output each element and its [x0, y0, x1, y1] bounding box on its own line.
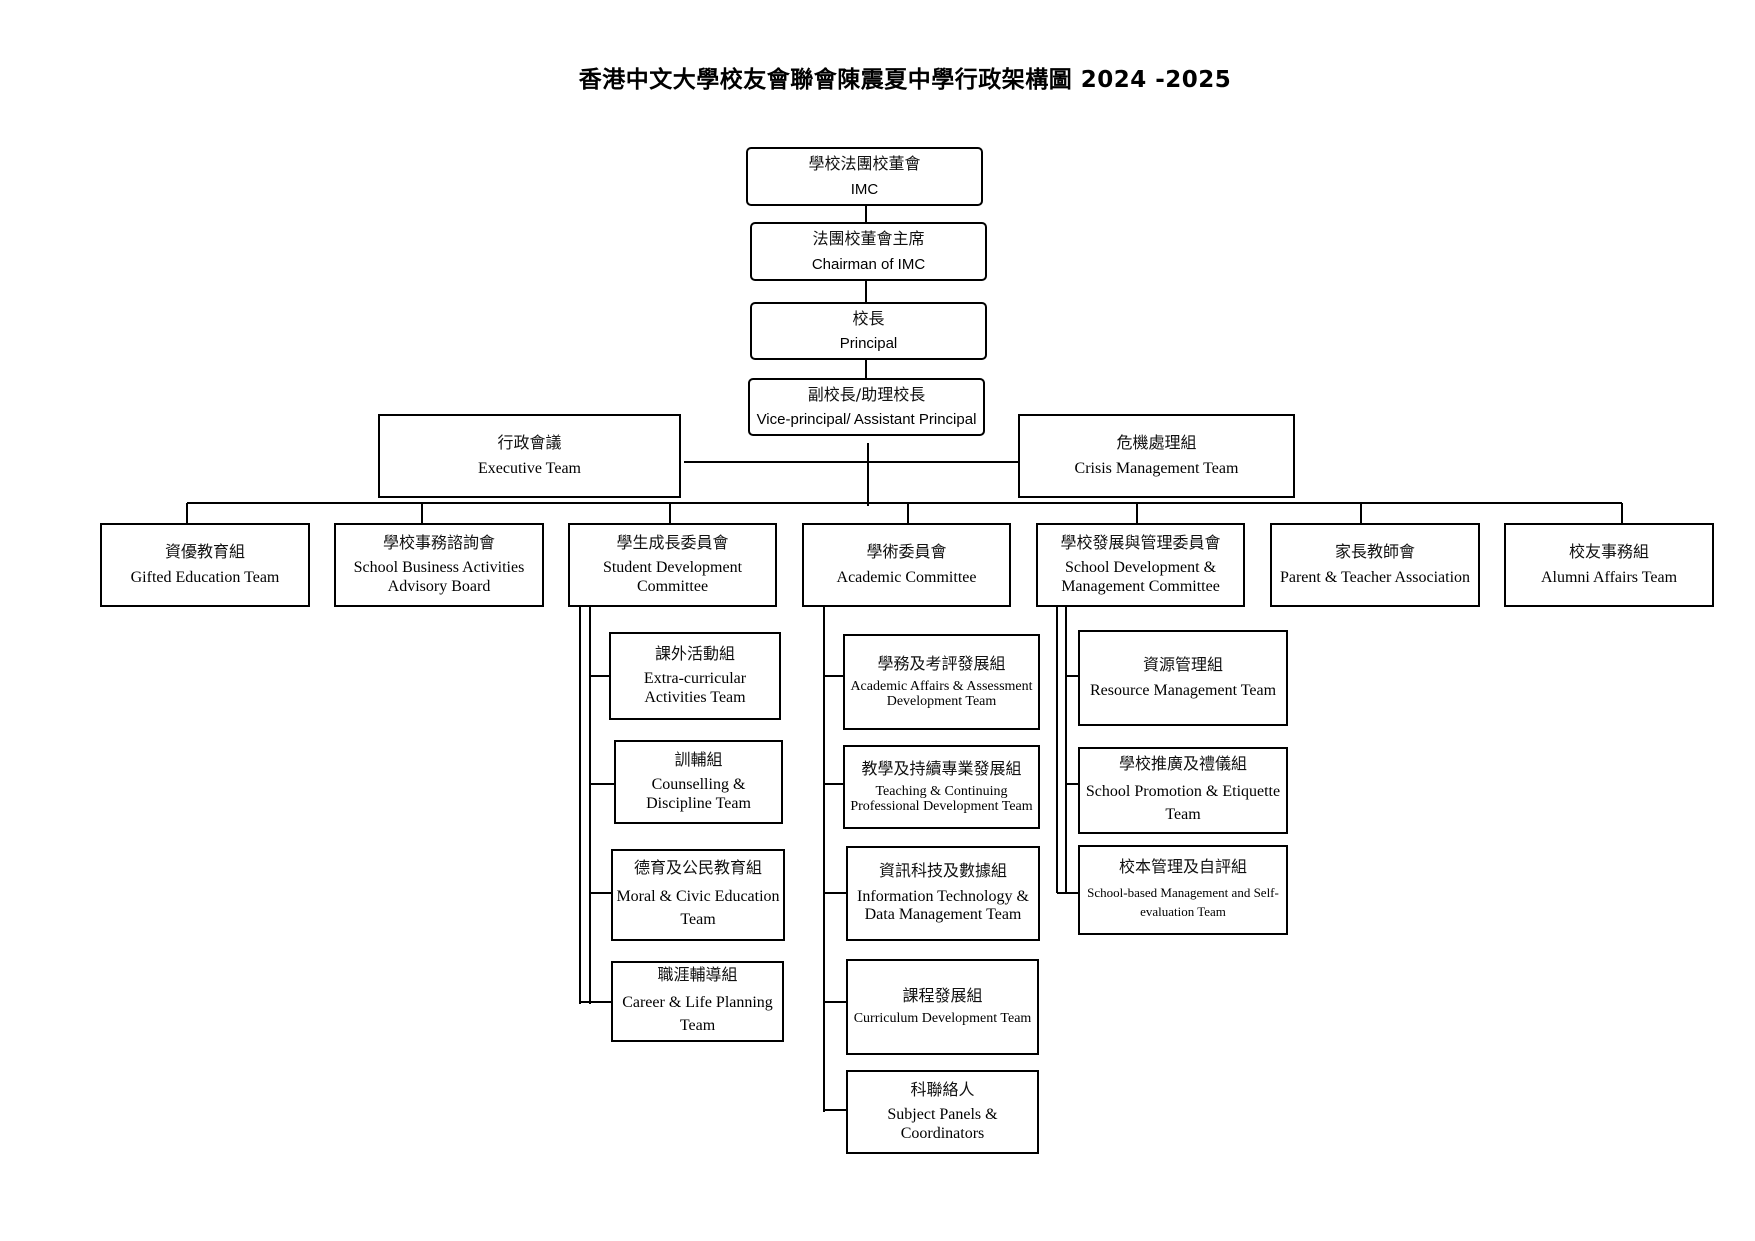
- moral-civic-team-zh: 德育及公民教育組: [633, 858, 762, 878]
- eca-team-en: Extra-curricular Activities Team: [643, 670, 747, 706]
- crisis-team-zh: 危機處理組: [1116, 433, 1197, 453]
- sdmc-en: School Development & Management Committe…: [1061, 559, 1220, 595]
- imc-box: 學校法團校董會 IMC: [746, 147, 983, 206]
- chart-title: 香港中文大學校友會聯會陳震夏中學行政架構圖 2024 -2025: [578, 67, 1232, 93]
- teaching-cpd-team-en: Teaching & Continuing Professional Devel…: [850, 784, 1033, 814]
- moral-civic-team-box: 德育及公民教育組 Moral & Civic Education Team: [611, 849, 785, 941]
- counselling-team-en: Counselling & Discipline Team: [646, 776, 751, 812]
- gifted-team-box: 資優教育組 Gifted Education Team: [100, 523, 310, 607]
- imc-en: IMC: [850, 180, 879, 198]
- curriculum-team-en: Curriculum Development Team: [853, 1011, 1032, 1027]
- gifted-team-zh: 資優教育組: [164, 542, 245, 562]
- vice-principal-box: 副校長/助理校長 Vice-principal/ Assistant Princ…: [748, 378, 985, 436]
- subject-panels-zh: 科聯絡人: [910, 1079, 975, 1099]
- resource-team-box: 資源管理組 Resource Management Team: [1078, 630, 1288, 726]
- executive-team-zh: 行政會議: [497, 433, 562, 453]
- gifted-team-en: Gifted Education Team: [130, 568, 280, 586]
- sbm-team-zh: 校本管理及自評組: [1118, 857, 1247, 877]
- counselling-team-zh: 訓輔組: [674, 749, 723, 769]
- assessment-team-en: Academic Affairs & Assessment Developmen…: [850, 679, 1033, 709]
- sbm-team-box: 校本管理及自評組 School-based Management and Sel…: [1078, 845, 1288, 935]
- counselling-team-box: 訓輔組 Counselling & Discipline Team: [614, 740, 783, 824]
- teaching-cpd-team-box: 教學及持續專業發展組 Teaching & Continuing Profess…: [843, 745, 1040, 829]
- it-data-team-en: Information Technology & Data Management…: [857, 887, 1029, 924]
- student-committee-zh: 學生成長委員會: [616, 532, 729, 552]
- pta-en: Parent & Teacher Association: [1279, 568, 1471, 586]
- subject-panels-box: 科聯絡人 Subject Panels & Coordinators: [846, 1070, 1039, 1154]
- chairman-en: Chairman of IMC: [811, 255, 926, 273]
- curriculum-team-box: 課程發展組 Curriculum Development Team: [846, 959, 1039, 1055]
- alumni-team-zh: 校友事務組: [1568, 542, 1649, 562]
- academic-committee-box: 學術委員會 Academic Committee: [802, 523, 1011, 607]
- assessment-team-box: 學務及考評發展組 Academic Affairs & Assessment D…: [843, 634, 1040, 730]
- crisis-team-box: 危機處理組 Crisis Management Team: [1018, 414, 1295, 498]
- alumni-team-en: Alumni Affairs Team: [1540, 568, 1678, 586]
- eca-team-box: 課外活動組 Extra-curricular Activities Team: [609, 632, 781, 720]
- principal-box: 校長 Principal: [750, 302, 987, 360]
- it-data-team-zh: 資訊科技及數據組: [878, 861, 1007, 881]
- executive-team-en: Executive Team: [478, 459, 581, 477]
- moral-civic-team-en: Moral & Civic Education Team: [616, 887, 780, 928]
- career-team-zh: 職涯輔導組: [657, 964, 738, 984]
- pta-box: 家長教師會 Parent & Teacher Association: [1270, 523, 1480, 607]
- executive-team-box: 行政會議 Executive Team: [378, 414, 681, 498]
- principal-en: Principal: [839, 335, 898, 353]
- chairman-zh: 法團校董會主席: [812, 229, 925, 249]
- vice-principal-en: Vice-principal/ Assistant Principal: [756, 411, 977, 429]
- business-board-en: School Business Activities Advisory Boar…: [353, 559, 525, 595]
- sdmc-zh: 學校發展與管理委員會: [1060, 532, 1221, 552]
- pta-zh: 家長教師會: [1334, 542, 1415, 562]
- chairman-box: 法團校董會主席 Chairman of IMC: [750, 222, 987, 281]
- imc-zh: 學校法團校董會: [808, 154, 921, 174]
- eca-team-zh: 課外活動組: [654, 643, 735, 663]
- business-board-box: 學校事務諮詢會 School Business Activities Advis…: [334, 523, 544, 607]
- resource-team-en: Resource Management Team: [1089, 681, 1277, 699]
- academic-committee-en: Academic Committee: [836, 568, 977, 586]
- it-data-team-box: 資訊科技及數據組 Information Technology & Data M…: [846, 846, 1040, 941]
- resource-team-zh: 資源管理組: [1142, 655, 1223, 675]
- promotion-team-en: School Promotion & Etiquette Team: [1085, 783, 1281, 824]
- sdmc-box: 學校發展與管理委員會 School Development & Manageme…: [1036, 523, 1245, 607]
- vice-principal-zh: 副校長/助理校長: [807, 384, 926, 404]
- assessment-team-zh: 學務及考評發展組: [877, 653, 1006, 673]
- promotion-team-zh: 學校推廣及禮儀組: [1118, 753, 1247, 773]
- sbm-team-en: School-based Management and Self-evaluat…: [1087, 884, 1279, 919]
- academic-committee-zh: 學術委員會: [866, 542, 947, 562]
- business-board-zh: 學校事務諮詢會: [382, 532, 495, 552]
- career-team-en: Career & Life Planning Team: [622, 994, 773, 1035]
- subject-panels-en: Subject Panels & Coordinators: [887, 1106, 998, 1142]
- student-committee-en: Student Development Committee: [602, 559, 743, 595]
- student-committee-box: 學生成長委員會 Student Development Committee: [568, 523, 777, 607]
- teaching-cpd-team-zh: 教學及持續專業發展組: [861, 758, 1022, 778]
- alumni-team-box: 校友事務組 Alumni Affairs Team: [1504, 523, 1714, 607]
- principal-zh: 校長: [852, 308, 885, 328]
- crisis-team-en: Crisis Management Team: [1074, 459, 1239, 477]
- promotion-team-box: 學校推廣及禮儀組 School Promotion & Etiquette Te…: [1078, 747, 1288, 834]
- career-team-box: 職涯輔導組 Career & Life Planning Team: [611, 961, 784, 1042]
- curriculum-team-zh: 課程發展組: [902, 985, 983, 1005]
